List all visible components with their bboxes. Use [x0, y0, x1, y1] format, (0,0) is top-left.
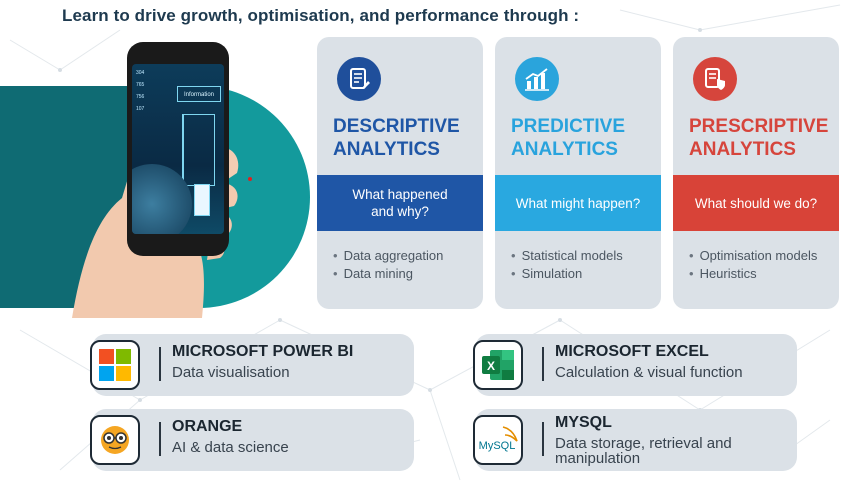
tool-mysql: MySQL MYSQL Data storage, retrieval and …: [473, 409, 797, 471]
tool-power-bi: MICROSOFT POWER BI Data visualisation: [90, 334, 414, 396]
bullet-list: Statistical models Simulation: [511, 247, 623, 283]
microsoft-logo-icon: [90, 340, 140, 390]
tool-description: Data visualisation: [172, 364, 290, 381]
tool-name: MICROSOFT POWER BI: [172, 343, 354, 360]
smartphone: Information 304 765 756 107: [127, 42, 229, 256]
chart-growth-icon: [515, 57, 559, 101]
screen-label: Information: [184, 92, 215, 98]
document-edit-icon: [337, 57, 381, 101]
screen-number: 765: [136, 82, 145, 88]
screen-number: 304: [136, 70, 145, 76]
separator: [159, 347, 161, 381]
excel-logo-icon: X: [473, 340, 523, 390]
list-item: Statistical models: [511, 247, 623, 265]
card-title: PRESCRIPTIVE ANALYTICS: [689, 116, 829, 160]
separator: [542, 347, 544, 381]
list-item: Simulation: [511, 265, 623, 283]
tool-name: MYSQL: [555, 414, 612, 431]
card-descriptive-analytics: DESCRIPTIVE ANALYTICS What happened and …: [317, 37, 483, 309]
card-title: DESCRIPTIVE ANALYTICS: [333, 116, 460, 160]
svg-text:X: X: [487, 359, 495, 373]
separator: [542, 422, 544, 456]
card-prescriptive-analytics: PRESCRIPTIVE ANALYTICS What should we do…: [673, 37, 839, 309]
mysql-logo-text: MySQL: [479, 440, 516, 452]
list-item: Data aggregation: [333, 247, 444, 265]
list-item: Data mining: [333, 265, 443, 283]
mysql-logo-icon: MySQL: [473, 415, 523, 465]
tool-excel: X MICROSOFT EXCEL Calculation & visual f…: [473, 334, 797, 396]
tool-description: Calculation & visual function: [555, 364, 743, 381]
checklist-shield-icon: [693, 57, 737, 101]
headline: Learn to drive growth, optimisation, and…: [62, 6, 580, 25]
card-question: What happened and why?: [317, 175, 483, 231]
tool-name: ORANGE: [172, 418, 243, 435]
card-predictive-analytics: PREDICTIVE ANALYTICS What might happen? …: [495, 37, 661, 309]
tool-description: AI & data science: [172, 439, 289, 456]
card-question: What should we do?: [673, 175, 839, 231]
list-item: Heuristics: [689, 265, 817, 283]
screen-number: 107: [136, 106, 145, 112]
phone-screen: Information 304 765 756 107: [132, 64, 224, 234]
tool-name: MICROSOFT EXCEL: [555, 343, 709, 360]
orange-logo-icon: [90, 415, 140, 465]
tool-orange: ORANGE AI & data science: [90, 409, 414, 471]
card-question: What might happen?: [495, 175, 661, 231]
list-item: Optimisation models: [689, 247, 818, 265]
card-title: PREDICTIVE ANALYTICS: [511, 116, 626, 160]
bullet-list: Data aggregation Data mining: [333, 247, 444, 283]
red-dot: [248, 177, 252, 181]
separator: [159, 422, 161, 456]
bullet-list: Optimisation models Heuristics: [689, 247, 818, 283]
screen-number: 756: [136, 94, 145, 100]
tool-description: Data storage, retrieval and manipulation: [555, 435, 732, 467]
